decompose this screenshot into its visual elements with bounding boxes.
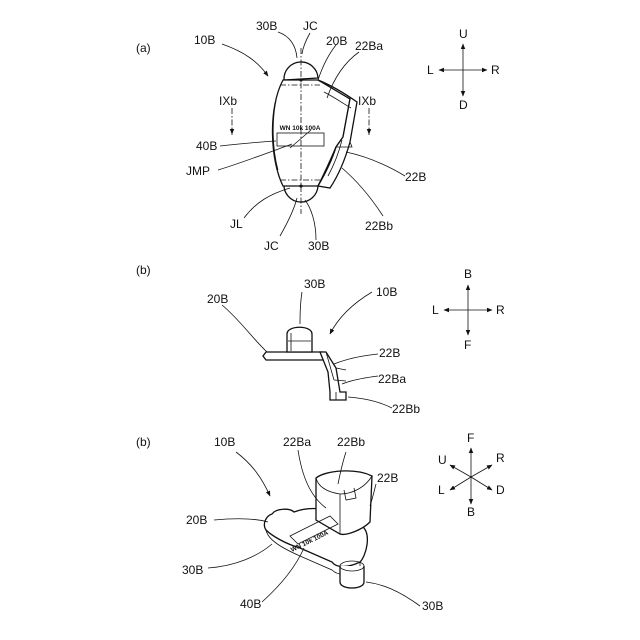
svg-text:R: R bbox=[496, 303, 505, 317]
svg-text:D: D bbox=[459, 98, 468, 112]
component-10B-perspective-view: WN 10k 100A bbox=[264, 471, 372, 588]
ref-22Ba: 22Ba bbox=[283, 435, 311, 449]
svg-text:L: L bbox=[427, 63, 434, 77]
svg-text:U: U bbox=[438, 453, 447, 467]
ref-22Bb: 22Bb bbox=[365, 219, 393, 233]
ref-30B: 30B bbox=[304, 277, 325, 291]
panel-b-perspective: (b) WN 10k 100A 10B 22Ba 2 bbox=[136, 431, 505, 613]
wall-22B-persp bbox=[316, 471, 372, 534]
ref-20B: 20B bbox=[326, 34, 347, 48]
svg-text:R: R bbox=[496, 451, 505, 465]
component-10B-side-view bbox=[263, 327, 346, 400]
ref-22Bb: 22Bb bbox=[392, 402, 420, 416]
panel-b-side: (b) 30B 10B 20B 22B 22Ba 22Bb bbox=[136, 263, 505, 416]
svg-text:L: L bbox=[438, 483, 445, 497]
ref-IXb-right: IXb bbox=[358, 94, 376, 108]
svg-text:L: L bbox=[432, 303, 439, 317]
ref-22B: 22B bbox=[377, 471, 398, 485]
svg-text:B: B bbox=[467, 505, 475, 519]
ref-20B: 20B bbox=[186, 513, 207, 527]
svg-text:R: R bbox=[491, 63, 500, 77]
ref-40B: 40B bbox=[196, 139, 217, 153]
ref-JC-top: JC bbox=[303, 19, 318, 33]
svg-text:D: D bbox=[496, 483, 505, 497]
svg-text:B: B bbox=[464, 267, 472, 281]
ref-22B: 22B bbox=[405, 170, 426, 184]
ref-30B-top: 30B bbox=[256, 19, 277, 33]
svg-text:U: U bbox=[459, 27, 468, 41]
panel-b2-tag: (b) bbox=[136, 435, 151, 449]
ref-JMP: JMP bbox=[186, 164, 210, 178]
ref-40B: 40B bbox=[240, 597, 261, 611]
svg-text:F: F bbox=[464, 338, 471, 352]
svg-text:F: F bbox=[467, 431, 474, 445]
ref-JC-bottom: JC bbox=[264, 239, 279, 253]
direction-indicator-b2: F B U R L D bbox=[438, 431, 505, 519]
marking-text-a: WN 10k 100A bbox=[280, 125, 321, 132]
ref-IXb-left: IXb bbox=[219, 94, 237, 108]
ref-22B: 22B bbox=[379, 346, 400, 360]
ref-20B: 20B bbox=[207, 292, 228, 306]
ref-22Ba: 22Ba bbox=[378, 372, 406, 386]
ref-30B-right: 30B bbox=[422, 599, 443, 613]
ref-30B-left: 30B bbox=[182, 563, 203, 577]
ref-10B: 10B bbox=[376, 285, 397, 299]
ref-22Bb: 22Bb bbox=[337, 435, 365, 449]
ref-10B: 10B bbox=[214, 435, 235, 449]
panel-a: (a) WN 10k 100A bbox=[136, 19, 500, 253]
panel-b1-tag: (b) bbox=[136, 263, 151, 277]
direction-indicator-a: U D L R bbox=[427, 27, 500, 112]
ref-JL: JL bbox=[230, 217, 243, 231]
base-20B bbox=[263, 352, 325, 360]
component-10B-top-view: WN 10k 100A bbox=[232, 48, 369, 214]
panel-a-tag: (a) bbox=[136, 41, 151, 55]
ref-10B: 10B bbox=[194, 33, 215, 47]
direction-indicator-b1: B F L R bbox=[432, 267, 505, 352]
ref-30B-bottom: 30B bbox=[308, 239, 329, 253]
ref-22Ba: 22Ba bbox=[355, 39, 383, 53]
